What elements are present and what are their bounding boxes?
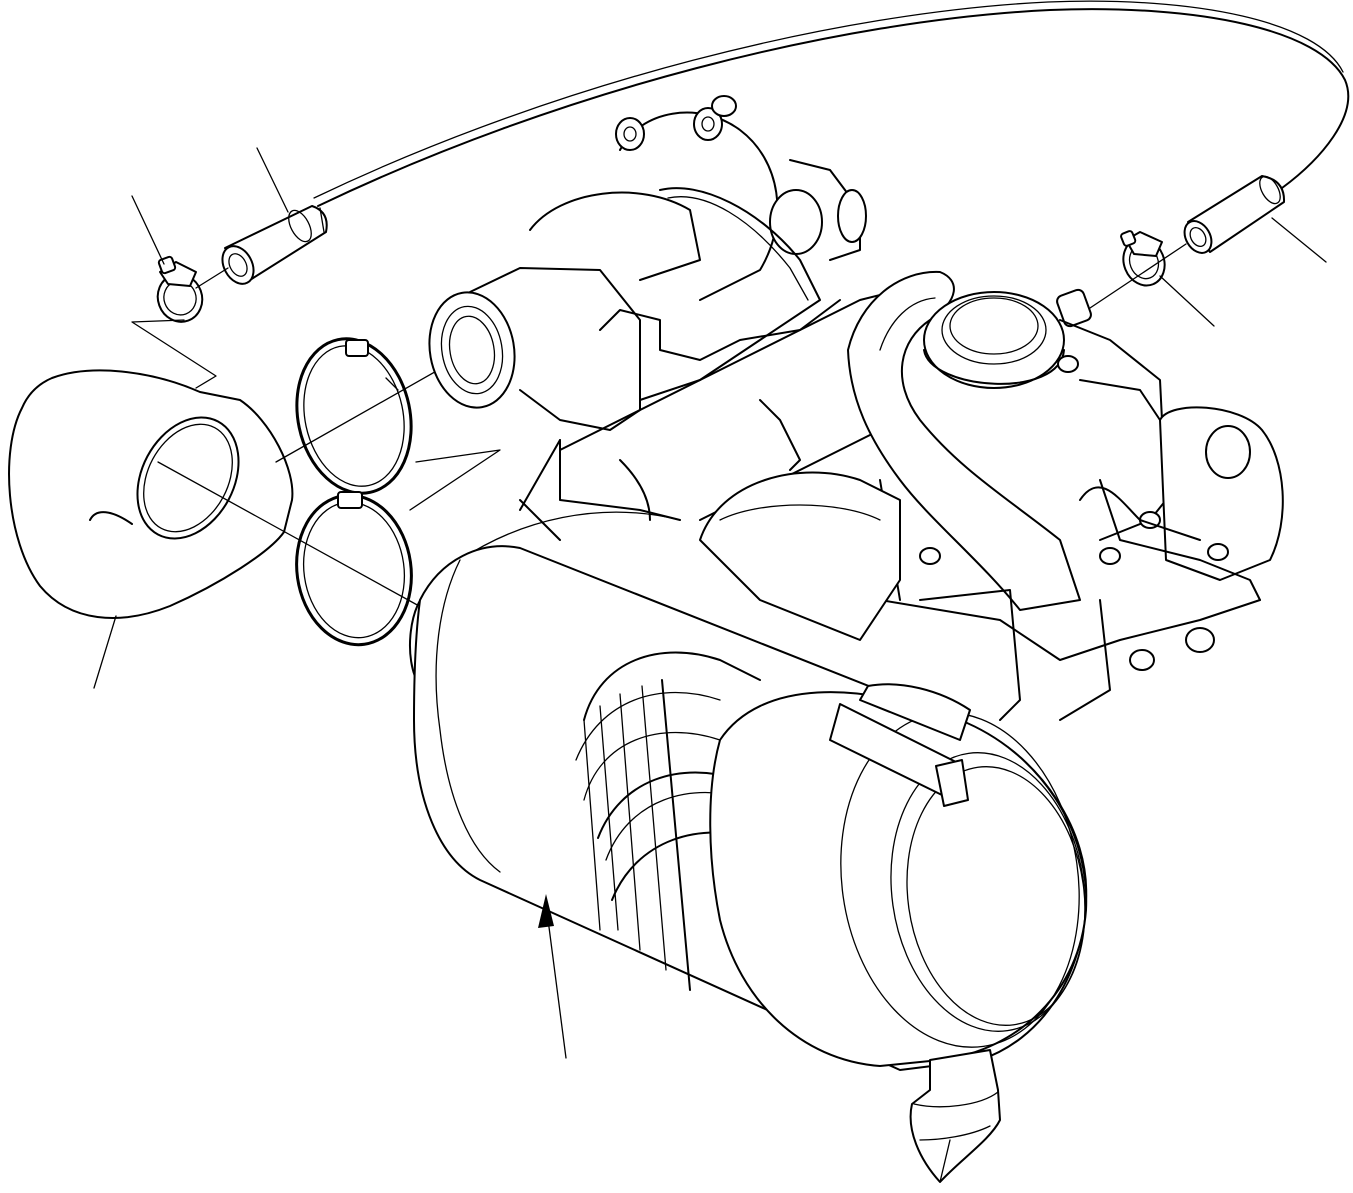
hose-clamp-left [156,255,229,323]
band-clamp-upper [295,337,413,495]
air-cleaner [409,545,1088,1183]
centerline-elbow-lower [157,461,431,613]
leader-hose-right [1271,217,1327,263]
hose-left [221,205,328,285]
centerline-right [1077,243,1187,317]
breather-tube [313,0,1350,207]
leader-elbow [93,615,117,689]
leader-clamp-to-elbow [131,319,217,389]
leader-clamp-right [1159,275,1215,327]
hose-right [1183,175,1286,254]
leader-air-cleaner [538,894,567,1059]
hose-clamp-right [1120,230,1166,287]
leader-clamp-left [131,195,165,265]
band-clamp-lower [295,491,413,647]
leader-hose-left [256,147,289,213]
intake-elbow-hose [8,369,294,619]
leader-band-clamps [409,449,501,511]
engine-block [428,95,1284,721]
